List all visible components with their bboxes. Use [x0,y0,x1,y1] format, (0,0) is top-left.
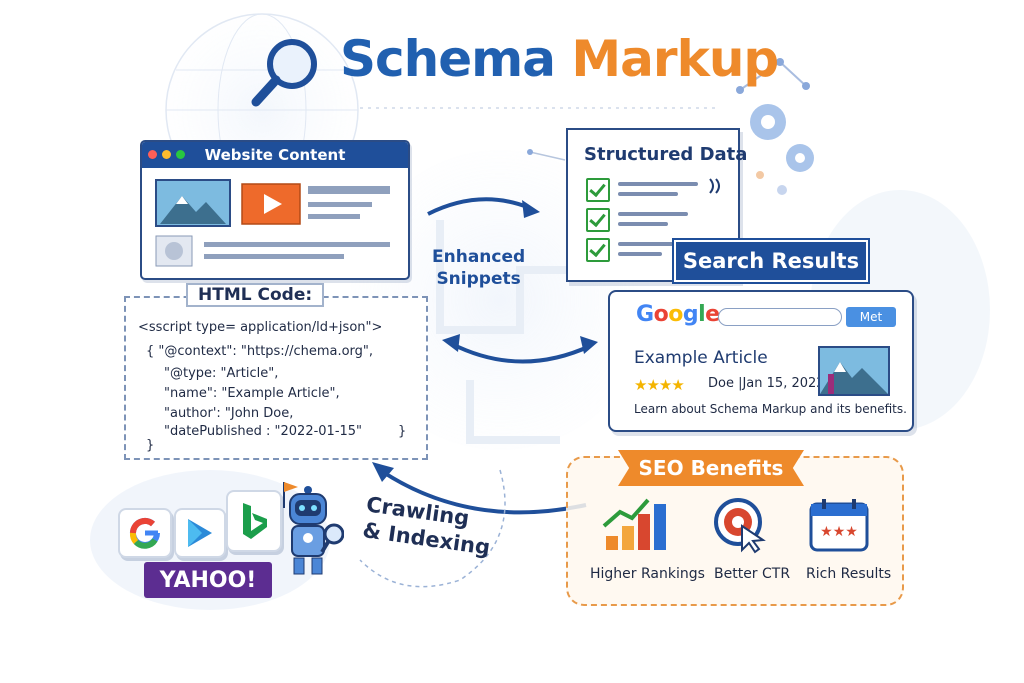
play-store-icon [188,519,212,547]
benefit-rich-results: Rich Results [806,566,892,582]
page-title: Schema Markup [340,30,779,88]
calendar-stars-icon: ★★★ [809,499,869,552]
doc-line [618,252,662,256]
google-logo: Google [636,302,720,327]
checkbox-checked-icon [586,178,610,202]
search-results-banner: Search Results [674,240,868,282]
enhanced-snippets-line1: Enhanced [432,247,526,267]
bar-chart-growth-icon [602,498,666,550]
benefit-better-ctr: Better CTR [714,566,791,582]
code-line: "author': "John Doe, [164,406,294,421]
yahoo-logo: YAHOO! [144,562,272,598]
code-line: "@type: "Article", [164,366,279,381]
doc-line [618,192,678,196]
title-word-schema: Schema [340,30,556,88]
code-line: } [398,424,407,439]
window-controls [148,150,185,159]
bing-tile [226,490,282,552]
doc-line [618,182,698,186]
bing-b-icon [243,503,267,539]
click-target-icon [714,498,766,554]
benefit-higher-rankings: Higher Rankings [590,566,705,582]
website-content-window: Website Content [140,140,410,280]
star-rating: ★★★★ [634,376,685,394]
magnifier-icon [251,39,317,107]
crawling-arrow-icon [372,462,587,515]
website-content-illustration [155,179,390,267]
result-thumbnail [818,346,890,396]
checkbox-checked-icon [586,208,610,232]
robot-icon [283,482,344,575]
code-line: <sscript type= application/ld+json"> [138,320,383,335]
window-titlebar: Website Content [142,142,408,168]
result-meta: Doe |Jan 15, 2022 [708,376,825,391]
title-word-markup: Markup [571,30,779,88]
close-dot-icon [148,150,157,159]
code-line: { "@context": "https://chema.org", [146,344,374,359]
window-title: Website Content [204,146,346,164]
code-line: "datePublished : "2022-01-15" [164,424,363,439]
minimize-dot-icon [162,150,171,159]
svg-text:★★★: ★★★ [820,524,858,540]
doc-line [618,212,688,216]
enhanced-snippets-label: Enhanced Snippets [432,246,525,290]
structured-data-title: Structured Data [584,144,748,165]
code-line: "name": "Example Article", [164,386,340,401]
search-button[interactable]: Met [846,307,896,327]
play-tile [174,508,226,558]
enhanced-snippets-line2: Snippets [436,269,521,289]
signal-icon [709,178,720,194]
search-input[interactable] [718,308,842,326]
maximize-dot-icon [176,150,185,159]
arrow-to-structured-data-icon [427,197,540,218]
gear-icon [750,104,814,172]
html-code-box: <sscript type= application/ld+json"> { "… [124,296,428,460]
result-title-link[interactable]: Example Article [634,348,768,368]
checkbox-checked-icon [586,238,610,262]
structured-data-document: Structured Data [566,128,747,282]
google-tile [118,508,172,558]
doc-line [618,242,678,246]
html-code-label: HTML Code: [186,283,325,307]
seo-benefits-banner: SEO Benefits [618,450,804,486]
google-g-icon [129,517,160,549]
network-nodes-icon [736,58,810,94]
result-description: Learn about Schema Markup and its benefi… [634,402,907,416]
bidirectional-arrow-icon [442,334,598,364]
doc-line [618,222,668,226]
code-line: } [146,438,155,453]
search-result-card: Google Met Example Article ★★★★ Doe |Jan… [608,290,914,432]
mountain-image-icon [820,362,888,394]
